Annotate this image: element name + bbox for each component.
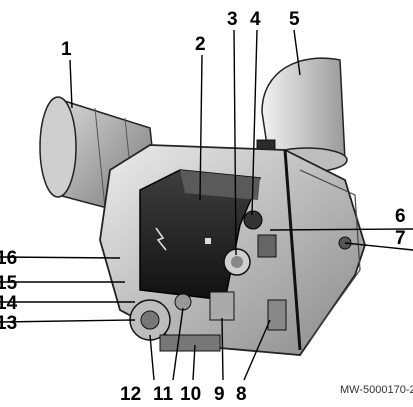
callout-10: 10 <box>180 384 201 405</box>
callout-12: 12 <box>120 384 141 405</box>
callout-11: 11 <box>153 384 174 405</box>
callout-8: 8 <box>236 384 247 405</box>
bottom-fittings <box>129 291 287 352</box>
sensor-assembly <box>223 210 277 276</box>
callout-9: 9 <box>214 384 225 405</box>
callout-4: 4 <box>250 9 261 30</box>
callout-16: 16 <box>0 248 17 269</box>
callout-2: 2 <box>195 34 206 55</box>
callout-1: 1 <box>61 39 72 60</box>
callout-15: 15 <box>0 273 18 294</box>
leader-lines <box>0 29 413 381</box>
callout-14: 14 <box>0 293 18 314</box>
callout-6: 6 <box>395 206 406 227</box>
drawing-reference: MW-5000170-2 <box>340 384 413 396</box>
callout-3: 3 <box>227 9 238 30</box>
callout-7: 7 <box>395 228 406 249</box>
callout-13: 13 <box>0 313 17 334</box>
callout-5: 5 <box>289 9 300 30</box>
